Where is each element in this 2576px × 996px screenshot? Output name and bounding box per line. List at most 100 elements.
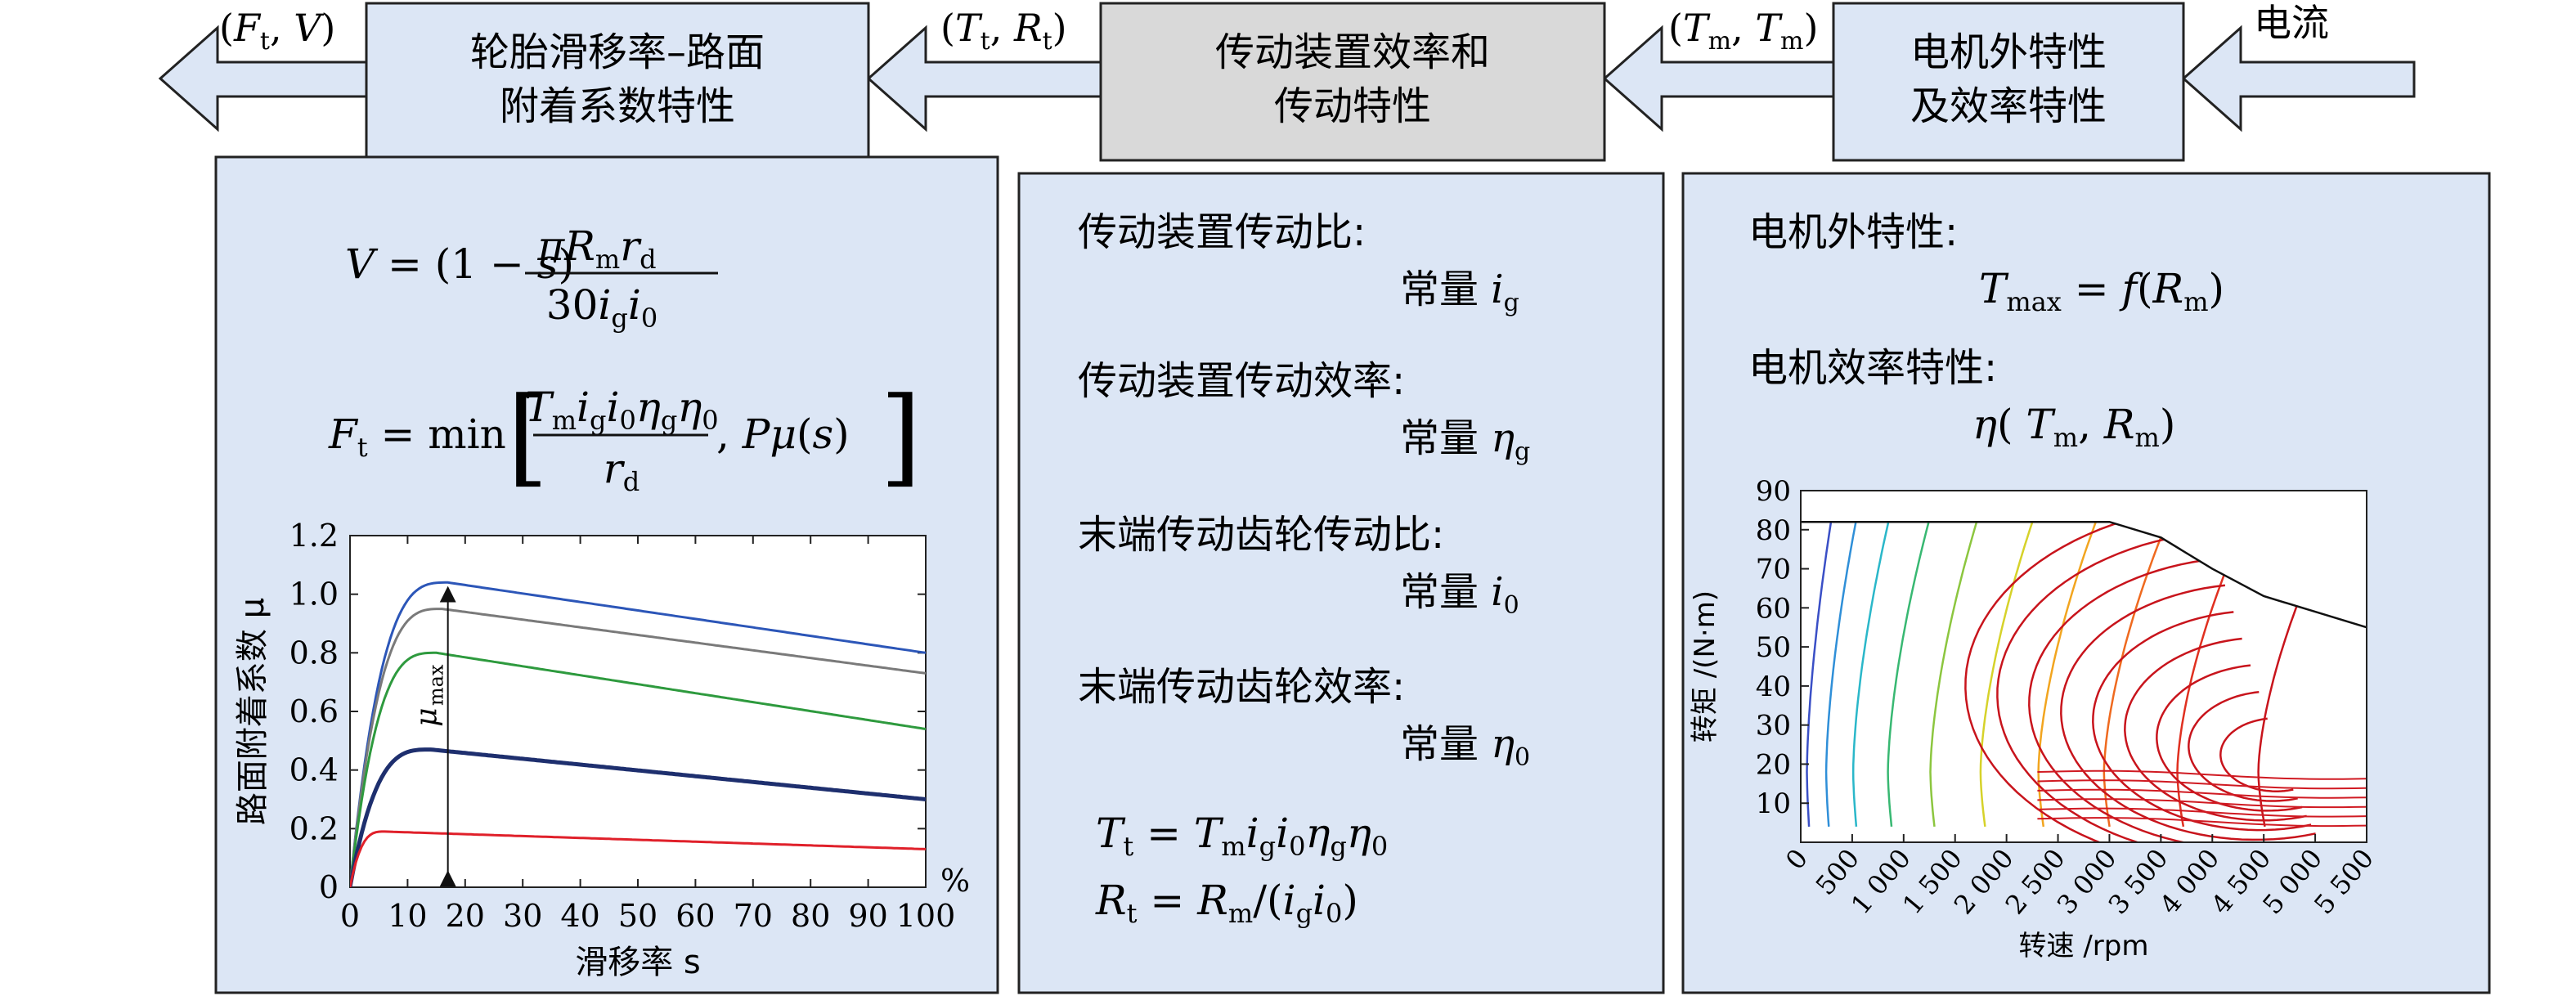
box-trans-line1: 传动装置效率和: [1215, 29, 1490, 75]
y-tick-label: 90: [1756, 475, 1791, 508]
box-trans-line2: 传动特性: [1274, 83, 1431, 129]
eff-contour-line: [1824, 514, 1859, 827]
x-unit-label: %: [940, 863, 970, 899]
y-axis-label: 路面附着系数 μ: [234, 598, 272, 825]
max-torque-curve: [1801, 520, 2367, 629]
x-axis-label: 转速 /rpm: [2019, 930, 2149, 962]
svg-text:Tt = Tmigi0ηgη0: Tt = Tmigi0ηgη0: [1096, 810, 1388, 862]
box-motor-line2: 及效率特性: [1910, 83, 2107, 129]
y-tick-label: 40: [1756, 671, 1791, 703]
svg-text:Ft = min: Ft = min: [328, 411, 506, 463]
transmission-specs: 传动装置传动比: 常量 ig 传动装置传动效率: 常量 ηg 末端传动齿轮传动比…: [1078, 209, 1530, 772]
x-tick-label: 20: [446, 898, 485, 934]
eff-contour-line: [2188, 690, 2298, 802]
eff-contours: [1801, 491, 2367, 842]
x-tick-label: 30: [503, 898, 542, 934]
eff-contour-line: [1806, 514, 1833, 827]
trans-item4-label: 末端传动齿轮效率:: [1078, 664, 1405, 710]
x-tick-label: 70: [734, 898, 773, 934]
mu-series-line: [350, 581, 926, 887]
x-tick-label: 60: [675, 898, 715, 934]
trans-item2-label: 传动装置传动效率:: [1078, 358, 1405, 404]
mu-max-label: μ: [411, 707, 444, 726]
motor-eq1: Tmax = f(Rm): [1979, 265, 2224, 317]
eff-contour-line: [2060, 584, 2316, 841]
trans-item3-value: 常量 i0: [1400, 569, 1519, 620]
motor-label2: 电机效率特性:: [1748, 345, 1997, 391]
eff-contour-line: [2028, 557, 2321, 842]
y-tick-label: 50: [1756, 631, 1791, 664]
eff-plot-frame: [1800, 490, 2367, 843]
eff-mask-above-curve: [1801, 491, 2367, 628]
trans-item1-label: 传动装置传动比:: [1078, 209, 1366, 255]
eff-contour-line: [1996, 531, 2209, 842]
x-tick-label: 50: [618, 898, 657, 934]
eff-contour-line: [2124, 637, 2307, 822]
svg-text:πRmrd: πRmrd: [536, 222, 656, 275]
eff-contour-line: [2037, 769, 2367, 780]
x-tick-label: 0: [340, 898, 360, 934]
trans-item3-label: 末端传动齿轮传动比:: [1078, 512, 1444, 558]
y-tick-label: 1.2: [289, 518, 339, 554]
x-tick-label: 80: [791, 898, 830, 934]
svg-text:Rt = Rm/(igi0): Rt = Rm/(igi0): [1095, 877, 1358, 929]
svg-text:]: ]: [880, 374, 922, 498]
x-tick-label: 100: [896, 898, 956, 934]
svg-text:V = (1 − s): V = (1 − s): [345, 240, 574, 288]
eff-contour-line: [1887, 514, 1932, 828]
y-tick-label: 80: [1756, 514, 1791, 547]
svg-text:rd: rd: [604, 445, 640, 497]
y-tick-label: 60: [1756, 592, 1791, 625]
y-tick-label: 20: [1756, 748, 1791, 781]
box-transmission: [1099, 2, 1606, 162]
mu-max-subscript: max: [425, 664, 448, 706]
panel-transmission: [1017, 172, 1665, 994]
eff-contour-line: [2037, 788, 2367, 799]
box-tire-line1: 轮胎滑移率–路面: [470, 29, 765, 75]
motor-label1: 电机外特性:: [1748, 209, 1958, 255]
y-tick-label: 0.2: [289, 810, 339, 846]
x-tick-label: 90: [848, 898, 887, 934]
eff-contour-line: [1964, 504, 2201, 842]
y-axis-label: 转矩 /(N·m): [1689, 590, 1721, 743]
svg-text:Tmigi0ηgη0: Tmigi0ηgη0: [524, 384, 718, 436]
y-tick-label: 0.6: [289, 693, 339, 729]
arrow-mid2-label: (Tm, Tm): [1668, 6, 1818, 56]
eff-contour-line: [2037, 798, 2367, 809]
eff-contour-line: [2037, 779, 2367, 790]
y-tick-label: 30: [1756, 710, 1791, 743]
box-tire-line2: 附着系数特性: [500, 83, 735, 129]
trans-item1-value: 常量 ig: [1400, 267, 1519, 317]
x-axis-label: 滑移率 s: [575, 944, 701, 981]
y-tick-label: 0.4: [289, 752, 339, 788]
arrow-in-label: 电流: [2254, 1, 2329, 45]
eff-contour-line: [2092, 611, 2312, 832]
eff-contour-line: [1929, 514, 1981, 828]
eff-contour-line: [2037, 807, 2367, 818]
y-tick-label: 0.8: [289, 635, 339, 671]
eff-contour-line: [2219, 717, 2294, 792]
x-tick-label: 40: [560, 898, 599, 934]
eff-contour-line: [2103, 514, 2171, 828]
eff-contour-line: [2037, 817, 2367, 828]
arrow-out-label: (Ft, V): [219, 6, 335, 56]
eff-contour-line: [2037, 514, 2100, 828]
trans-item4-value: 常量 η0: [1400, 721, 1530, 772]
eq-traction: Ft = min [ Tmigi0ηgη0 rd , Pμ(s) ]: [328, 374, 922, 498]
y-tick-label: 70: [1756, 554, 1791, 586]
transmission-equations: Tt = Tmigi0ηgη0 Rt = Rm/(igi0): [1095, 810, 1388, 929]
box-tire: [365, 2, 870, 162]
svg-text:30igi0: 30igi0: [546, 281, 657, 334]
x-tick-label: 10: [388, 898, 427, 934]
box-motor: [1832, 2, 2185, 162]
input-arrow: [2181, 25, 2416, 132]
arrow-mid1-label: (Tt, Rt): [940, 6, 1067, 56]
y-tick-label: 10: [1756, 787, 1791, 820]
eff-contour-line: [2156, 664, 2303, 812]
y-tick-label: 0: [319, 869, 339, 905]
box-motor-line1: 电机外特性: [1910, 29, 2107, 75]
eff-contour-line: [1851, 514, 1892, 828]
y-tick-label: 1.0: [289, 577, 339, 612]
